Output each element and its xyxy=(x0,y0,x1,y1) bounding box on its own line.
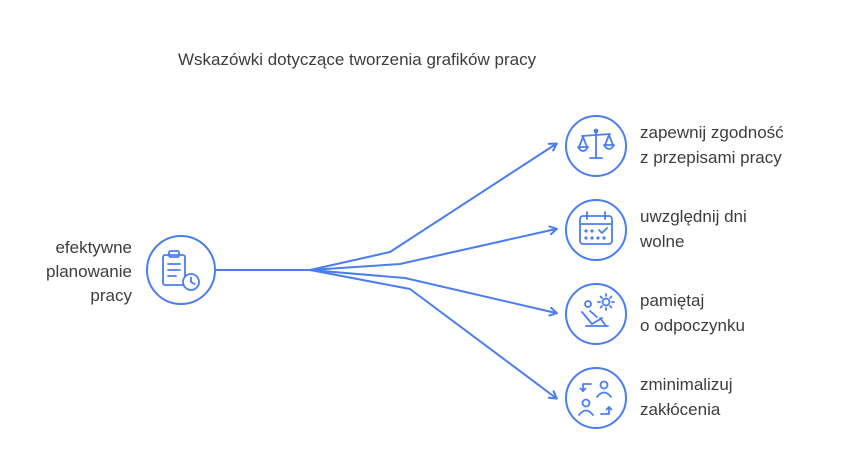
center-node xyxy=(146,235,216,305)
branch-label-2: uwzględnij dni wolne xyxy=(640,204,747,254)
branch-node-2 xyxy=(565,199,627,261)
branch-connector-3 xyxy=(309,269,558,317)
lounge-chair-sun-icon xyxy=(581,293,615,327)
calendar-icon xyxy=(579,211,613,245)
center-label-line: planowanie xyxy=(45,262,132,281)
branch-label-1: zapewnij zgodność z przepisami pracy xyxy=(640,120,784,170)
scales-icon xyxy=(577,128,615,159)
branch-label-line: o odpoczynku xyxy=(640,316,745,335)
diagram-title: Wskazówki dotyczące tworzenia grafików p… xyxy=(178,50,537,69)
branch-connector-1 xyxy=(309,142,558,271)
branch-label-4: zminimalizuj zakłócenia xyxy=(640,372,733,422)
center-label-line: efektywne xyxy=(55,238,132,257)
branch-label-line: zakłócenia xyxy=(640,400,721,419)
branch-node-1 xyxy=(565,115,627,177)
branch-connector-4 xyxy=(309,269,558,400)
branch-label-line: z przepisami pracy xyxy=(640,148,782,167)
branch-label-line: pamiętaj xyxy=(640,291,705,310)
calendar-day-dots xyxy=(584,229,606,240)
branch-label-line: zapewnij zgodność xyxy=(640,123,784,142)
branch-label-line: zminimalizuj xyxy=(640,375,733,394)
center-label-line: pracy xyxy=(90,286,132,305)
clipboard-clock-icon xyxy=(162,250,200,291)
branch-label-3: pamiętaj o odpoczynku xyxy=(640,288,745,338)
branch-node-3 xyxy=(565,283,627,345)
branch-node-4 xyxy=(565,367,627,429)
branch-connector-2 xyxy=(309,225,558,271)
branch-label-line: wolne xyxy=(640,232,685,251)
center-label: efektywne planowanie pracy xyxy=(20,236,132,308)
people-swap-icon xyxy=(578,380,613,416)
branch-label-line: uwzględnij dni xyxy=(640,207,747,226)
